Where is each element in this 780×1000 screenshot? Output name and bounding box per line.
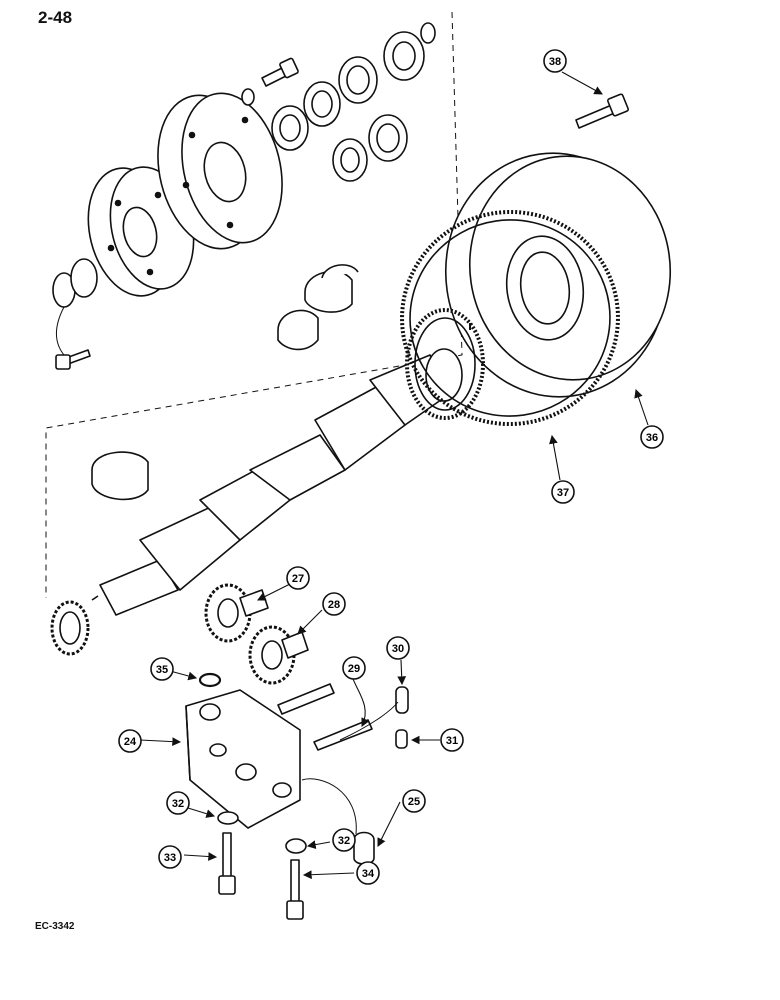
page-number: 2-48 (38, 8, 73, 27)
callout-circle (386, 636, 410, 660)
callout-circle (402, 789, 426, 813)
figure-code: EC-3342 (35, 921, 75, 932)
seal-rings (271, 22, 436, 182)
callout-label: 30 (392, 643, 404, 655)
callout-group: 24 25 27 28 29 30 31 32 32 33 34 35 36 37 38 (118, 49, 664, 885)
callout-label: 28 (328, 599, 340, 611)
leader-30 (397, 659, 407, 686)
callout-label: 24 (124, 736, 137, 748)
o-ring-35 (198, 672, 222, 688)
bolt-33 (218, 832, 236, 895)
leader-27 (257, 583, 291, 601)
leader-32b (306, 840, 331, 849)
callout-label: 32 (172, 798, 184, 810)
callout-circle (166, 791, 190, 815)
leader-34 (302, 870, 355, 880)
leader-37 (549, 434, 561, 481)
callout-34: 34 (356, 861, 380, 885)
callout-label: 38 (549, 56, 561, 68)
callout-27: 27 (286, 566, 310, 590)
callout-label: 27 (292, 573, 304, 585)
callout-circle (286, 566, 310, 590)
callout-31: 31 (440, 728, 464, 752)
callout-29: 29 (342, 656, 366, 680)
small-bolt-left (55, 349, 91, 370)
callout-36: 36 (640, 425, 664, 449)
dowel-31 (395, 729, 408, 749)
keyed-washer (52, 258, 98, 308)
crank-gear (50, 600, 90, 656)
callout-32a: 32 (166, 791, 190, 815)
callout-label: 34 (362, 868, 375, 880)
dowel-30 (395, 686, 409, 714)
small-bolt-top (261, 57, 299, 87)
callout-circle (543, 49, 567, 73)
callout-label: 31 (446, 735, 458, 747)
washer-top (241, 88, 255, 106)
leader-29 (351, 675, 370, 727)
flywheel-bolt (575, 93, 629, 129)
callout-32b: 32 (332, 828, 356, 852)
bush-25 (353, 831, 375, 865)
dashed-boundary (45, 11, 463, 598)
small-gear-ring (405, 308, 485, 420)
callout-28: 28 (322, 592, 346, 616)
callout-circle (322, 592, 346, 616)
washer-32b (285, 838, 307, 854)
callout-circle (640, 425, 664, 449)
idler-shafts (277, 683, 373, 751)
leader-28 (297, 609, 323, 635)
callout-circle (342, 656, 366, 680)
callout-33: 33 (158, 845, 182, 869)
callout-label: 29 (348, 663, 360, 675)
damper-flange (157, 92, 283, 250)
callout-label: 33 (164, 852, 176, 864)
callout-label: 25 (408, 796, 420, 808)
callout-label: 37 (557, 487, 569, 499)
leader-24 (139, 737, 182, 747)
callout-label: 35 (156, 664, 168, 676)
callout-label: 32 (338, 835, 350, 847)
crankshaft (99, 348, 463, 616)
callout-circle (356, 861, 380, 885)
ring-gear (400, 209, 620, 427)
bolt-34 (286, 859, 304, 920)
leader-36 (634, 388, 649, 426)
callout-circle (118, 729, 142, 753)
callout-label: 36 (646, 432, 658, 444)
idler-gear-28 (248, 625, 309, 685)
callout-circle (440, 728, 464, 752)
callout-circle (332, 828, 356, 852)
leader-32a (187, 807, 216, 818)
flywheel (444, 152, 672, 398)
idler-bracket (185, 689, 301, 829)
callout-38: 38 (543, 49, 567, 73)
leader-25 (377, 801, 401, 847)
callout-circle (150, 657, 174, 681)
bearing-shells (91, 264, 359, 501)
idler-gear-27 (204, 583, 269, 643)
callout-30: 30 (386, 636, 410, 660)
leader-38 (561, 71, 603, 95)
leader-line (56, 306, 65, 356)
washer-32a (217, 811, 239, 825)
leader-33 (183, 852, 218, 861)
callout-24: 24 (118, 729, 142, 753)
callout-25: 25 (402, 789, 426, 813)
leader-35 (169, 670, 198, 681)
callout-circle (158, 845, 182, 869)
callout-circle (551, 480, 575, 504)
callout-37: 37 (551, 480, 575, 504)
callout-35: 35 (150, 657, 174, 681)
